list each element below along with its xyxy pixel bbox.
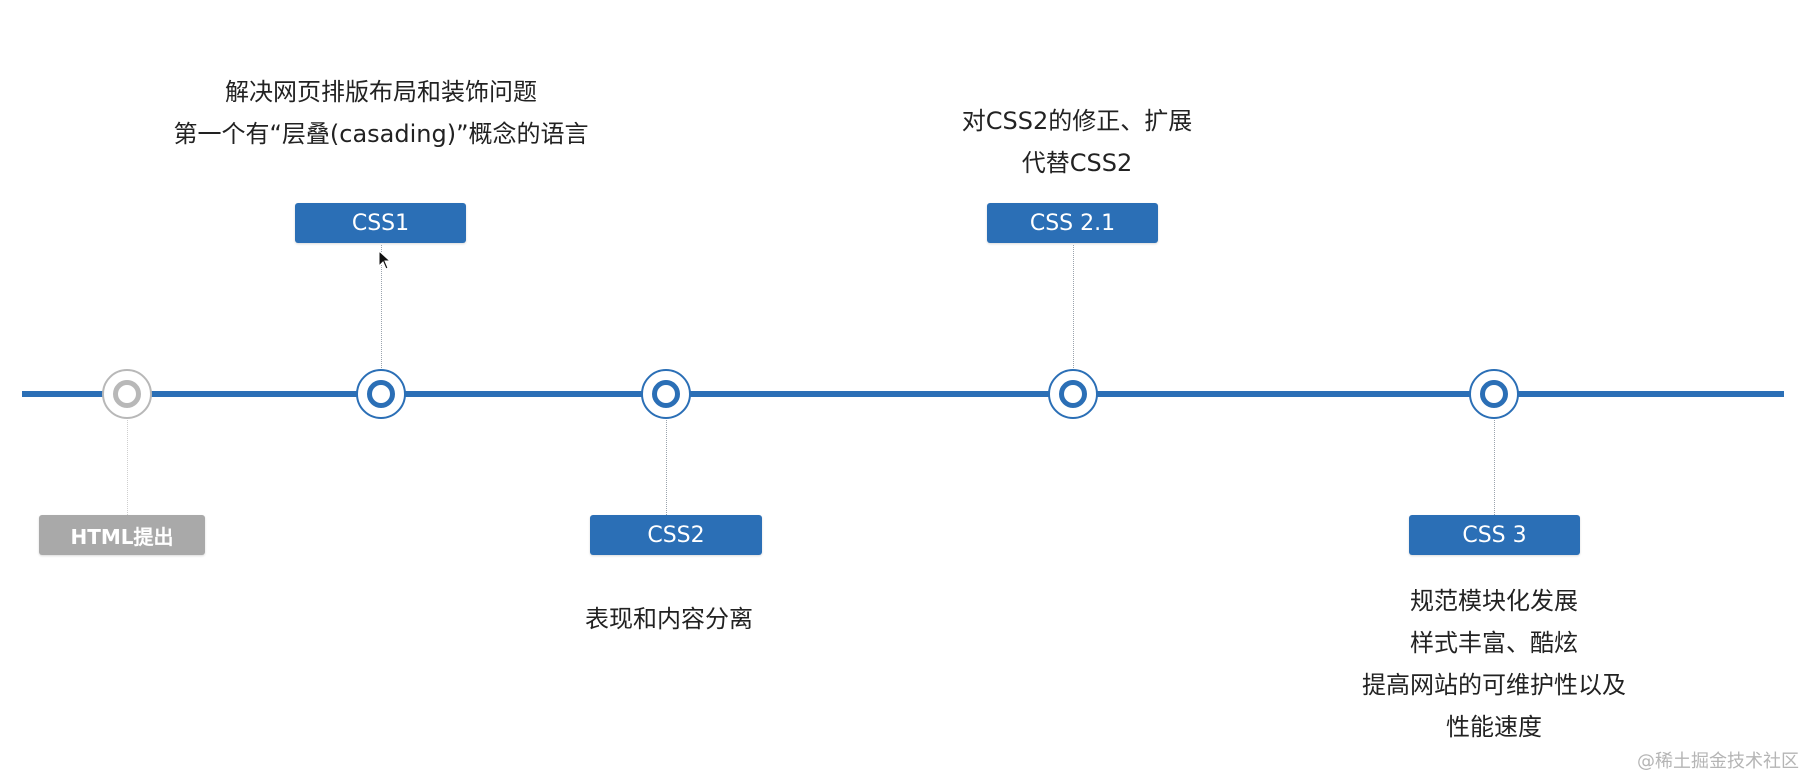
- timeline-node-css1: [356, 369, 406, 419]
- timeline-node-inner: [652, 380, 680, 408]
- description-line: 规范模块化发展: [1410, 587, 1578, 615]
- event-label-css1: CSS1: [295, 203, 466, 243]
- event-description-css21: 对CSS2的修正、扩展 代替CSS2: [962, 100, 1193, 184]
- connector-css21: [1073, 245, 1074, 368]
- connector-html: [127, 420, 128, 515]
- event-label-html: HTML提出: [39, 515, 205, 555]
- event-description-css2: 表现和内容分离: [585, 598, 753, 640]
- timeline-node-css2: [641, 369, 691, 419]
- description-line: 性能速度: [1446, 713, 1542, 741]
- event-label-css2: CSS2: [590, 515, 762, 555]
- event-label-css21: CSS 2.1: [987, 203, 1158, 243]
- timeline-node-inner: [1059, 380, 1087, 408]
- description-line: 代替CSS2: [1021, 149, 1133, 177]
- description-line: 第一个有“层叠(casading)”概念的语言: [173, 120, 589, 148]
- description-line: 表现和内容分离: [585, 605, 753, 633]
- connector-css1: [381, 245, 382, 368]
- event-label-css3: CSS 3: [1409, 515, 1580, 555]
- description-line: 提高网站的可维护性以及: [1362, 671, 1626, 699]
- connector-css2: [666, 420, 667, 515]
- description-line: 对CSS2的修正、扩展: [961, 107, 1193, 135]
- event-description-css1: 解决网页排版布局和装饰问题 第一个有“层叠(casading)”概念的语言: [173, 71, 588, 155]
- timeline-node-css3: [1469, 369, 1519, 419]
- connector-css3: [1494, 420, 1495, 515]
- timeline-node-inner: [1480, 380, 1508, 408]
- timeline-node-inner: [367, 380, 395, 408]
- mouse-cursor-icon: [378, 249, 392, 274]
- timeline-node-html: [102, 369, 152, 419]
- watermark: @稀土掘金技术社区: [1637, 751, 1799, 772]
- timeline-line: [22, 391, 1784, 397]
- description-line: 解决网页排版布局和装饰问题: [225, 78, 537, 106]
- timeline-node-css21: [1048, 369, 1098, 419]
- event-description-css3: 规范模块化发展 样式丰富、酷炫 提高网站的可维护性以及 性能速度: [1362, 580, 1626, 748]
- description-line: 样式丰富、酷炫: [1410, 629, 1578, 657]
- timeline-node-inner: [113, 380, 141, 408]
